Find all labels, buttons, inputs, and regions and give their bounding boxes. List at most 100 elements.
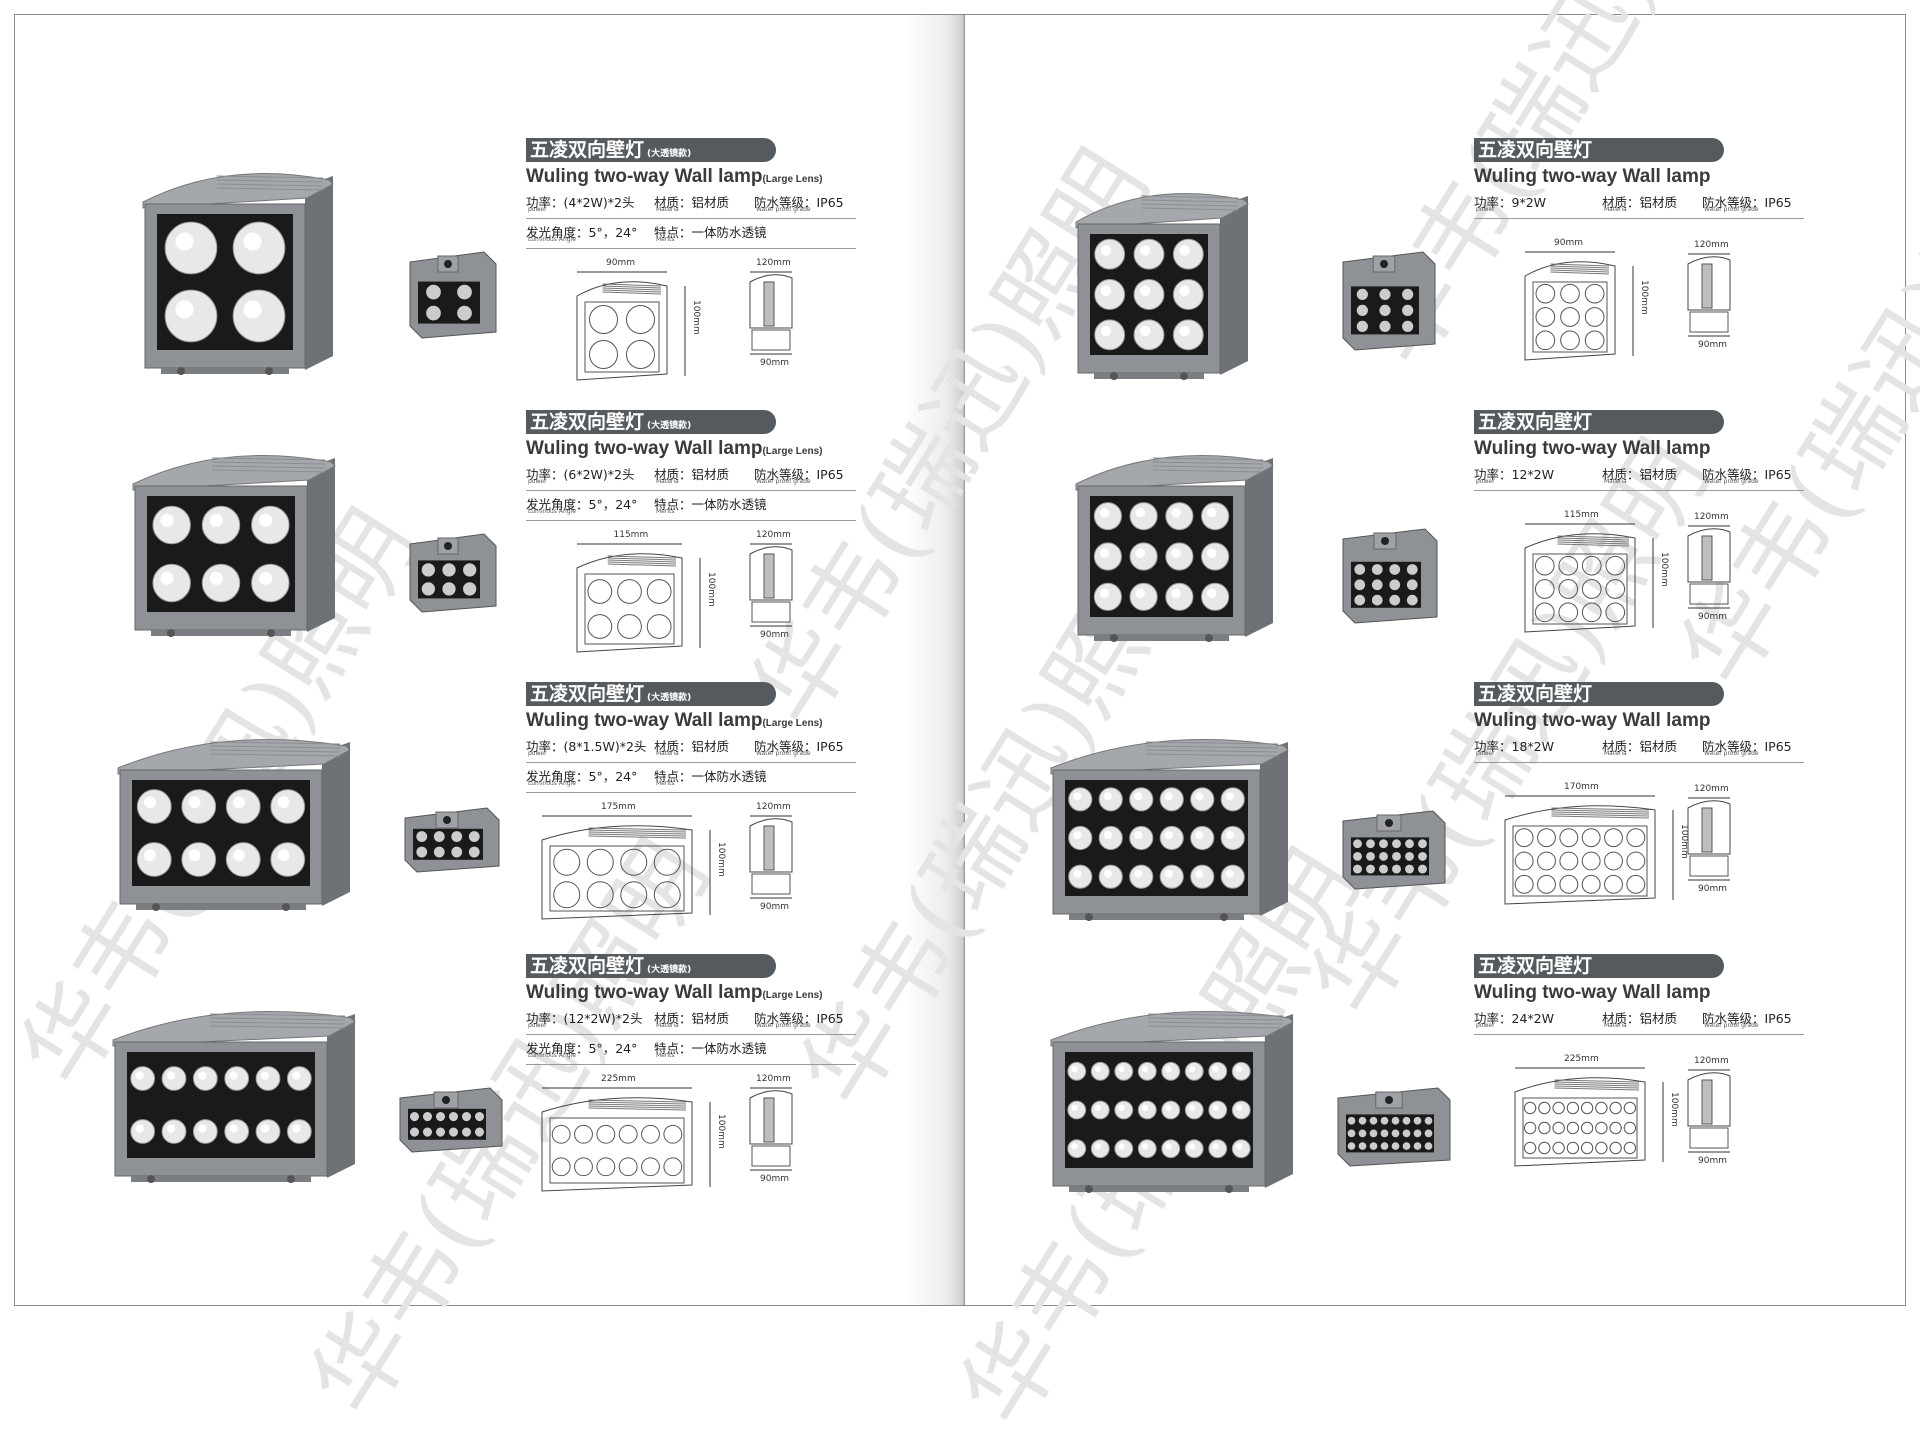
led-lens — [1129, 787, 1154, 812]
drawing-outline — [1524, 261, 1616, 361]
drawing-led — [1559, 874, 1579, 894]
led-lens-highlight — [1099, 508, 1110, 518]
drawing-led — [1595, 1121, 1608, 1135]
led-lens — [1098, 864, 1123, 889]
lamp-photo — [1049, 734, 1294, 938]
led-lens — [1067, 1100, 1087, 1120]
hood-fin — [210, 741, 341, 745]
drawing-led — [1626, 828, 1646, 848]
lamp-photo — [1074, 188, 1254, 397]
led-lens-highlight — [233, 849, 245, 862]
drawing-fin — [588, 1101, 687, 1105]
small-led — [422, 1127, 433, 1137]
drawing-fin — [588, 833, 687, 837]
lamp-small-view — [409, 251, 497, 339]
mount-bracket — [1094, 635, 1229, 641]
waterproof-spec-text: 防水等级：IP65 — [1702, 467, 1792, 482]
led-lens — [1068, 825, 1093, 851]
waterproof-spec-text: 防水等级：IP65 — [1702, 739, 1792, 754]
material-spec-text: 材质：铝材质 — [1602, 467, 1678, 482]
led-lens-highlight — [135, 1124, 144, 1133]
housing-side — [307, 458, 335, 632]
dimension-drawing — [1524, 251, 1634, 361]
small-led — [1406, 594, 1418, 606]
product-title-cn: 五凌双向壁灯 — [530, 955, 645, 977]
power-value: (4*2W)*2头 — [563, 195, 635, 210]
lamp-small-view — [409, 533, 497, 613]
product-block: 五凌双向壁灯(大透镜款)Wuling two-way Wall lamp(Lar… — [112, 954, 1406, 1214]
led-lens — [286, 1119, 312, 1144]
drawing-panel — [1522, 1097, 1638, 1159]
material-spec-text: 材质：铝材质 — [1602, 739, 1678, 754]
waterproof-spec-sub: Water proof grade — [1704, 1022, 1759, 1029]
product-title-cn: 五凌双向壁灯 — [530, 139, 645, 161]
led-lens — [1068, 787, 1093, 812]
hood-fin — [210, 749, 341, 753]
angle-spec-text: 发光角度：5°，24° — [526, 497, 638, 512]
small-led — [1379, 320, 1391, 332]
drawing-led — [574, 1124, 593, 1144]
led-lens-highlight — [1094, 1143, 1102, 1150]
small-led — [442, 582, 456, 596]
led-lens — [1220, 787, 1245, 812]
drawing-led — [1609, 1141, 1622, 1155]
lamp-product-photo — [142, 173, 334, 375]
small-led — [1424, 1129, 1433, 1138]
lamp-product-photo — [1050, 1011, 1294, 1193]
led-lens-highlight — [1171, 588, 1181, 599]
waterproof-spec-text: 防水等级：IP65 — [754, 467, 844, 482]
drawing-fin — [1557, 543, 1630, 547]
led-lens-highlight — [209, 571, 223, 585]
led-lens — [161, 1066, 187, 1091]
small-led — [1371, 594, 1383, 606]
small-led — [1406, 579, 1418, 591]
led-lens-highlight — [144, 849, 156, 862]
drawing-led — [1566, 1101, 1580, 1115]
waterproof-spec-sub: Water proof grade — [1704, 478, 1759, 485]
drawing-led — [1604, 828, 1623, 848]
drawing-led — [1626, 874, 1646, 894]
side-top-dimension-label: 120mm — [756, 1074, 791, 1084]
drawing-led — [1605, 579, 1626, 599]
hood-fin — [1147, 1013, 1284, 1017]
dimension-drawing — [576, 271, 686, 381]
power-value: 18*2W — [1511, 739, 1554, 754]
drawing-fin — [588, 827, 687, 831]
mount-bracket — [136, 904, 306, 910]
drawing-led — [1584, 307, 1605, 327]
small-led — [1402, 320, 1414, 332]
small-led — [409, 1127, 420, 1137]
drawing-led — [1605, 555, 1626, 576]
power-spec: 功率：power(12*2W)*2头 — [526, 1008, 642, 1029]
led-lens — [130, 1066, 156, 1091]
front-drawing — [536, 812, 736, 941]
drawing-fin — [588, 1105, 687, 1109]
led-lens — [192, 1066, 218, 1091]
led-lens-highlight — [229, 1071, 238, 1080]
small-led — [433, 831, 445, 842]
led-lens — [1231, 1139, 1251, 1159]
led-lens-highlight — [292, 1124, 301, 1133]
drawing-led — [1558, 555, 1579, 576]
lamp-product-photo — [112, 1011, 356, 1183]
drawing-led — [1534, 555, 1555, 576]
material-spec-sub: Materia — [656, 750, 679, 757]
led-lens — [251, 505, 290, 545]
drawing-led — [626, 305, 655, 334]
drawing-led — [620, 848, 648, 876]
small-led — [422, 1112, 433, 1122]
led-lens-highlight — [1103, 869, 1112, 878]
led-lens — [1201, 502, 1230, 531]
led-lens — [1165, 502, 1194, 531]
hood-fin — [1147, 1025, 1284, 1029]
lens-panel — [127, 1052, 315, 1158]
small-led — [1379, 839, 1388, 849]
drawing-fin — [602, 283, 662, 287]
width-dimension-label: 90mm — [1554, 238, 1583, 248]
small-led — [1389, 579, 1401, 591]
bracket-screw — [152, 903, 160, 911]
